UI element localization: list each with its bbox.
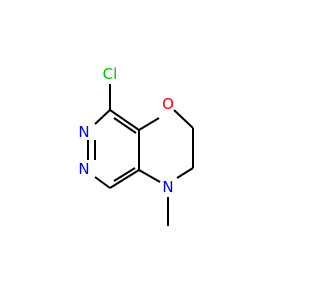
bond-c-c-double-b xyxy=(113,117,137,134)
bond-c-n-top xyxy=(94,109,111,125)
bond-c-o xyxy=(138,117,160,131)
atom-nitrogen-bottom: N xyxy=(78,160,89,178)
bond-ch-c-a xyxy=(109,169,140,189)
atom-oxygen: O xyxy=(162,95,174,113)
atom-labels: Cl O N N N xyxy=(78,65,174,196)
bond-ch-c-b xyxy=(113,167,136,182)
bond-n-ch xyxy=(94,176,111,189)
atom-nitrogen-amine: N xyxy=(162,178,173,196)
bond-c-n-amine xyxy=(138,169,161,183)
bond-c-c-double-a xyxy=(109,109,140,131)
atom-chlorine: Cl xyxy=(103,65,118,83)
bonds xyxy=(87,84,194,226)
atom-nitrogen-top: N xyxy=(78,123,89,141)
molecule-structure: Cl O N N N xyxy=(78,65,194,226)
bond-o-ch2 xyxy=(173,109,194,129)
bond-ch2-n xyxy=(176,167,194,179)
